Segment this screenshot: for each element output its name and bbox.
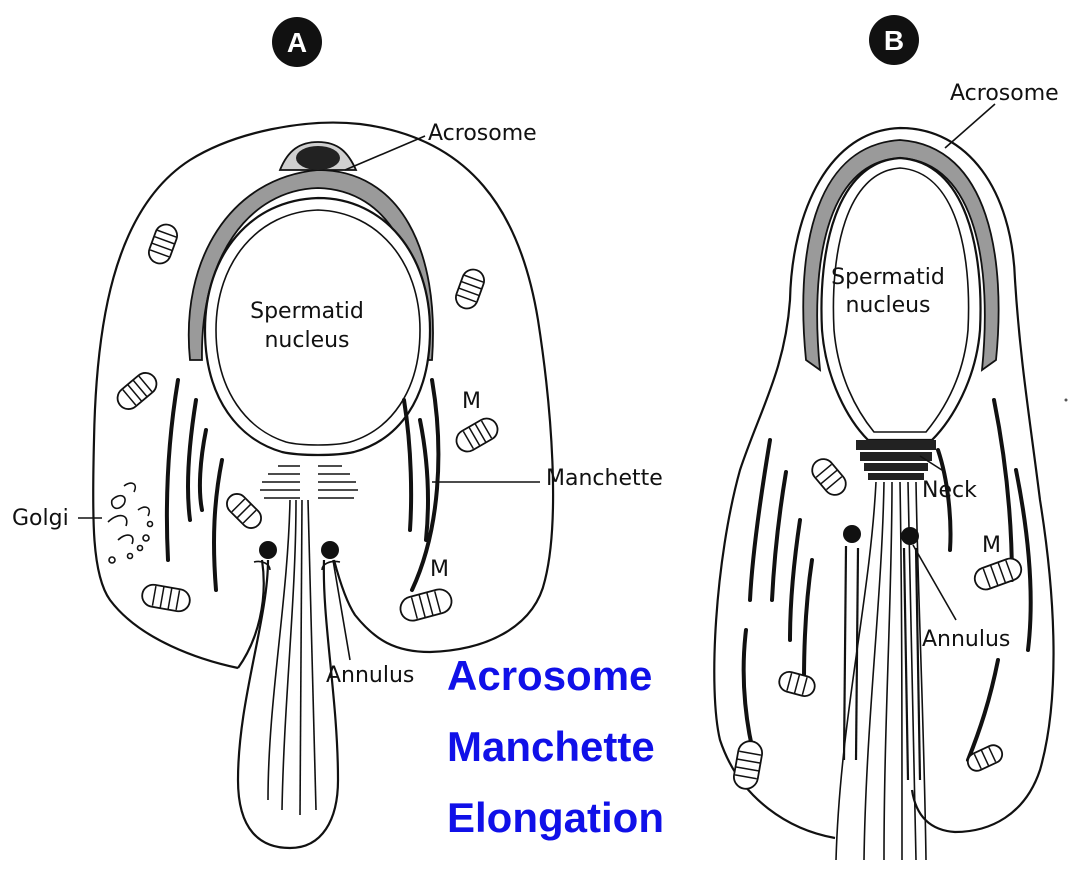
panel-a-annulus-leader — [332, 559, 351, 661]
panel-a-m-label-1: M — [462, 389, 481, 414]
panel-b-sheath-right-2 — [914, 547, 922, 781]
panel-b: B — [713, 15, 1059, 861]
panel-a-nucleus — [203, 196, 432, 457]
mito-a1 — [148, 223, 178, 265]
panel-b-annulus-right — [901, 527, 919, 545]
mito-b2 — [973, 557, 1023, 591]
panel-a-tail-fibers — [267, 499, 317, 816]
panel-a-annulus-right-fold — [321, 560, 341, 571]
mito-b1 — [811, 458, 847, 496]
panel-b-sheath-right — [902, 547, 910, 781]
panel-b-sheath-left-2 — [854, 547, 860, 761]
panel-a-manchette — [164, 378, 441, 592]
mito-a7 — [399, 588, 453, 622]
mito-a4 — [455, 417, 499, 453]
mito-b3 — [778, 671, 816, 697]
mito-a6 — [141, 583, 191, 613]
highlight-terms: Acrosome Manchette Elongation — [447, 652, 664, 841]
panel-a-acrosome-leader — [344, 135, 426, 171]
mito-b5 — [966, 744, 1004, 772]
panel-a-manchette-label: Manchette — [546, 466, 663, 491]
panel-b-badge-text: B — [884, 25, 904, 56]
panel-a-acrosome-label: Acrosome — [428, 121, 537, 146]
highlight-acrosome: Acrosome — [447, 652, 652, 699]
panel-a-golgi-label: Golgi — [12, 506, 69, 531]
panel-a-nucleus-label-2: nucleus — [264, 328, 349, 353]
panel-a-annulus-label: Annulus — [326, 663, 414, 688]
mito-b4 — [733, 740, 763, 790]
panel-b-nucleus-label-2: nucleus — [845, 293, 930, 318]
panel-b-neck-leader — [919, 455, 946, 473]
panel-a-tail — [236, 559, 340, 850]
highlight-manchette: Manchette — [447, 723, 655, 770]
panel-a-mitochondria — [116, 223, 499, 622]
panel-a-m-label-2: M — [430, 557, 449, 582]
panel-b-annulus-label: Annulus — [922, 627, 1010, 652]
panel-a-annulus-left — [259, 541, 277, 559]
panel-b-acrosome-leader — [944, 103, 996, 149]
panel-b-acrosome-cap — [802, 139, 1000, 372]
highlight-elongation: Elongation — [447, 794, 664, 841]
panel-b-badge: B — [869, 15, 919, 65]
panel-b-neck — [856, 440, 936, 480]
mito-a5 — [226, 493, 262, 529]
panel-a-annulus-left-fold — [253, 560, 271, 571]
panel-b-annulus-leader — [912, 544, 957, 621]
panel-a-badge-text: A — [287, 27, 307, 58]
panel-b-nucleus-inner — [832, 167, 970, 433]
panel-a-annulus-right — [321, 541, 339, 559]
panel-a-neck-plates — [260, 465, 358, 499]
panel-b-neck-label: Neck — [922, 478, 977, 503]
panel-a-nucleus-inner — [215, 209, 421, 446]
panel-a-nucleus-label-1: Spermatid — [250, 299, 364, 324]
mito-a2 — [455, 268, 485, 310]
panel-b-nucleus-label-1: Spermatid — [831, 265, 945, 290]
panel-b-acrosome-label: Acrosome — [950, 81, 1059, 106]
panel-a-granule-core — [296, 146, 340, 170]
mito-a3 — [116, 372, 158, 410]
panel-a-golgi — [107, 482, 154, 564]
panel-a-cell-inner-left — [237, 559, 265, 669]
panel-a: A — [12, 17, 663, 850]
panel-b-sheath-left — [842, 545, 848, 761]
panel-a-acrosome-cap — [187, 169, 434, 361]
panel-b-mitochondria — [733, 458, 1023, 790]
panel-b-annulus-left — [843, 525, 861, 543]
stray-dot — [1064, 398, 1068, 402]
panel-a-badge: A — [272, 17, 322, 67]
panel-b-m-label: M — [982, 533, 1001, 558]
